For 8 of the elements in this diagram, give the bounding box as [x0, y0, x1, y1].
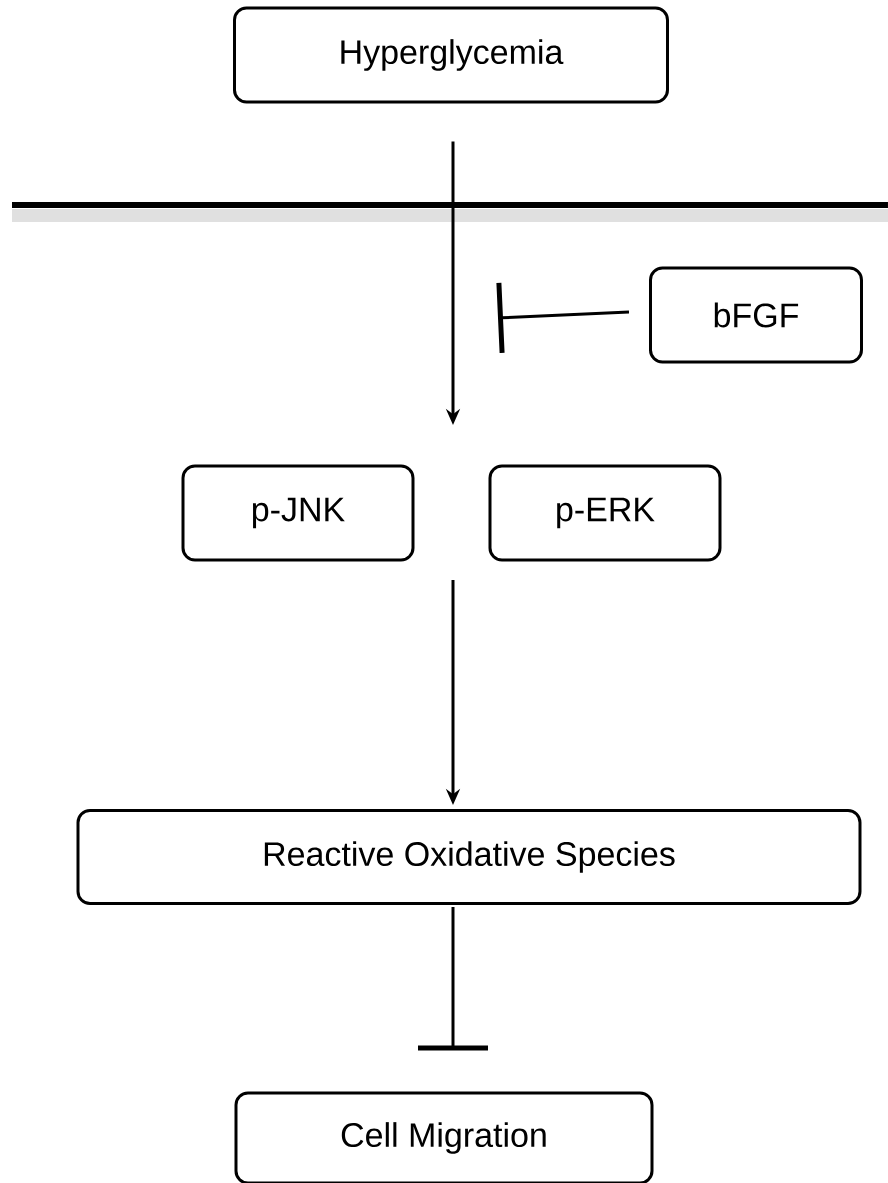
process-box: Hyperglycemia [233, 6, 669, 104]
process-box: p-ERK [488, 464, 722, 562]
inhibition-line [418, 907, 488, 1051]
inhibition-line [496, 282, 630, 353]
process-box: bFGF [649, 266, 863, 364]
process-box: Cell Migration [234, 1091, 654, 1183]
process-box: Reactive Oxidative Species [76, 809, 862, 905]
process-box: p-JNK [181, 464, 415, 562]
